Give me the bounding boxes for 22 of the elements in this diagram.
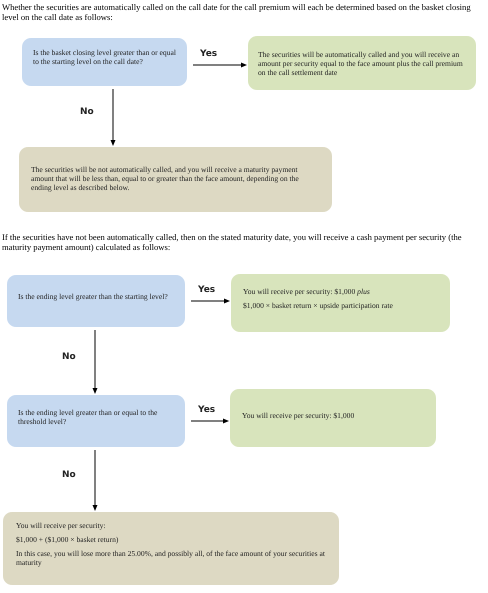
edge-label: No <box>62 470 76 481</box>
arrow <box>110 88 116 146</box>
result-box <box>231 274 450 332</box>
intro-paragraph: If the securities have not been automatically called, then on the stated maturity date, you will receive a cash payment per security (the maturity payment amount) calculated as follows: <box>2 232 463 252</box>
question-box <box>7 395 185 447</box>
question-box <box>7 275 185 327</box>
question-box <box>22 38 187 86</box>
outcome-box <box>3 512 339 585</box>
arrow <box>190 418 229 424</box>
result-box <box>230 389 436 447</box>
edge-label: Yes <box>198 405 216 416</box>
edge-label: No <box>62 352 76 362</box>
intro-paragraph: Whether the securities are automatically called on the call date for the call premium will each be determined based on the basket closing level on the call date as follows: <box>2 2 472 22</box>
edge-label: No <box>80 107 94 118</box>
edge-label: Yes <box>200 49 218 60</box>
arrow <box>190 298 230 304</box>
outcome-box <box>19 147 332 212</box>
arrow <box>92 450 98 511</box>
edge-label: Yes <box>198 285 216 296</box>
result-box <box>248 36 476 90</box>
arrow <box>192 62 247 68</box>
arrow <box>92 330 98 394</box>
